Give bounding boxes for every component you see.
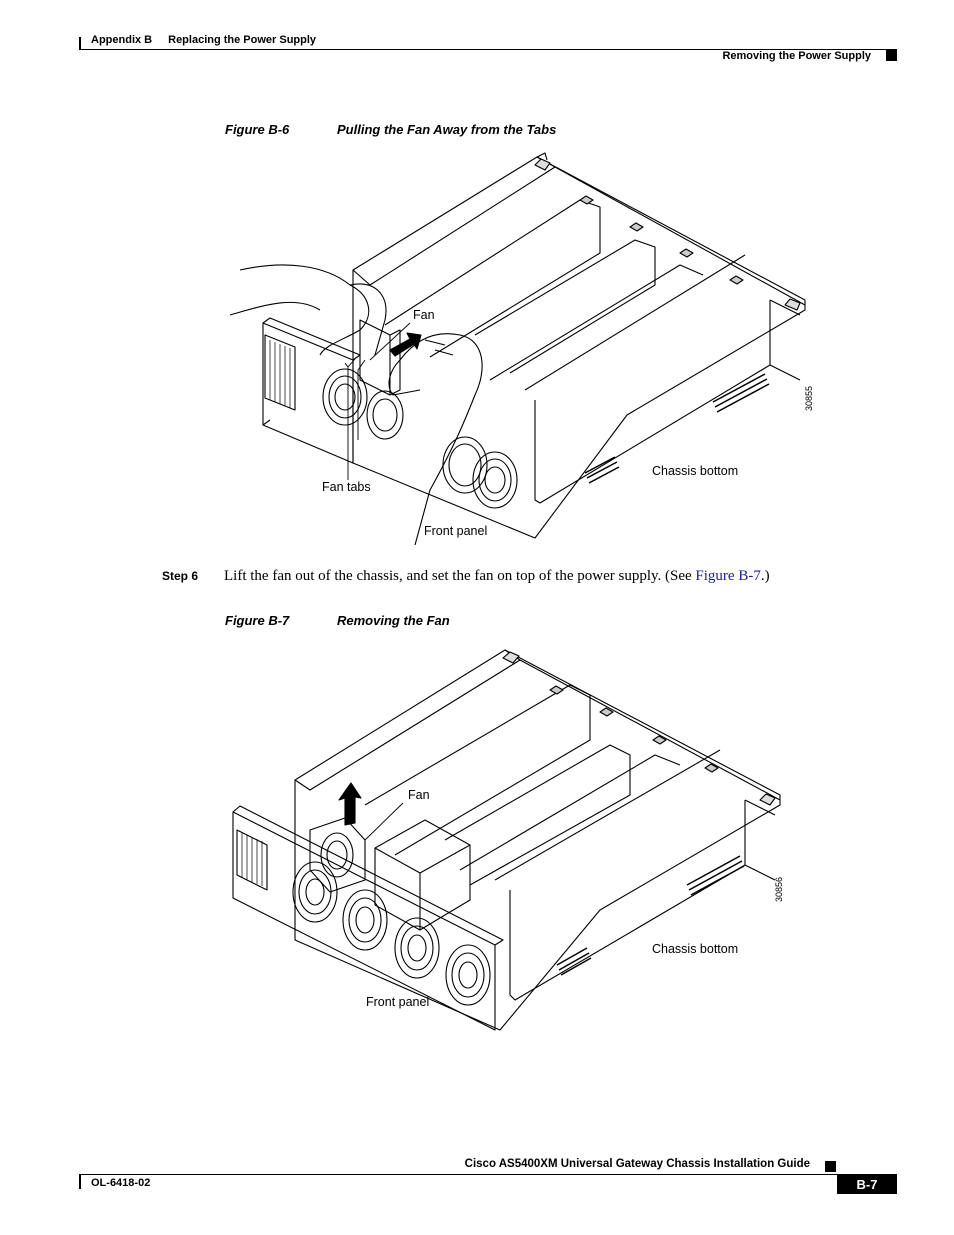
header-marker: [886, 50, 897, 61]
footer-marker: [825, 1161, 836, 1172]
front-panel-drawing: [262, 317, 518, 509]
figure-caption-b6: Figure B-6 Pulling the Fan Away from the …: [225, 122, 556, 137]
step-text-end: .): [760, 568, 770, 584]
chassis-outline: [294, 649, 781, 1031]
label-fan: Fan: [408, 788, 430, 802]
callout-lines: [344, 322, 411, 480]
callout-lines: [364, 802, 404, 841]
pull-arrow: [389, 332, 422, 357]
chapter-title: Replacing the Power Supply: [168, 34, 317, 46]
figure-number: Figure B-6: [225, 122, 290, 137]
label-chassis-bottom: Chassis bottom: [652, 464, 738, 478]
step-label: Step 6: [162, 569, 199, 583]
chassis-outline: [352, 152, 806, 539]
hand-drawing: [229, 264, 483, 545]
step-text: Lift the fan out of the chassis, and set…: [224, 568, 696, 584]
figure-caption-b7: Figure B-7 Removing the Fan: [225, 613, 450, 628]
front-panel-drawing: [232, 805, 504, 1031]
lift-arrow: [338, 782, 362, 826]
header-rule: [79, 49, 897, 50]
fan-drawing: [359, 319, 401, 396]
header-tick: [79, 37, 81, 50]
power-supply-drawing: [374, 819, 471, 931]
label-front-panel: Front panel: [424, 524, 487, 538]
figure-b6-illustration: Fan Fan tabs Front panel Chassis bottom …: [229, 152, 814, 545]
page-number: B-7: [837, 1175, 897, 1194]
footer-rule: [79, 1174, 897, 1175]
section-title: Removing the Power Supply: [722, 50, 871, 62]
step-6: Step 6 Lift the fan out of the chassis, a…: [162, 568, 770, 585]
doc-number: OL-6418-02: [91, 1177, 151, 1189]
figure-title: Pulling the Fan Away from the Tabs: [337, 122, 557, 137]
label-fan: Fan: [413, 308, 435, 322]
label-fan-tabs: Fan tabs: [322, 480, 371, 494]
label-chassis-bottom: Chassis bottom: [652, 942, 738, 956]
figure-id: 30855: [804, 386, 814, 411]
footer-title: Cisco AS5400XM Universal Gateway Chassis…: [464, 1158, 810, 1170]
figure-title: Removing the Fan: [337, 613, 450, 628]
figure-b7-illustration: Fan Front panel Chassis bottom 30856: [232, 649, 784, 1031]
appendix-label: Appendix B: [91, 34, 153, 46]
label-front-panel: Front panel: [366, 995, 429, 1009]
figure-b7-link[interactable]: Figure B-7: [695, 568, 761, 584]
running-header: Appendix B Replacing the Power Supply: [91, 34, 316, 46]
figure-id: 30856: [774, 877, 784, 902]
figure-number: Figure B-7: [225, 613, 290, 628]
footer-tick: [79, 1174, 81, 1189]
